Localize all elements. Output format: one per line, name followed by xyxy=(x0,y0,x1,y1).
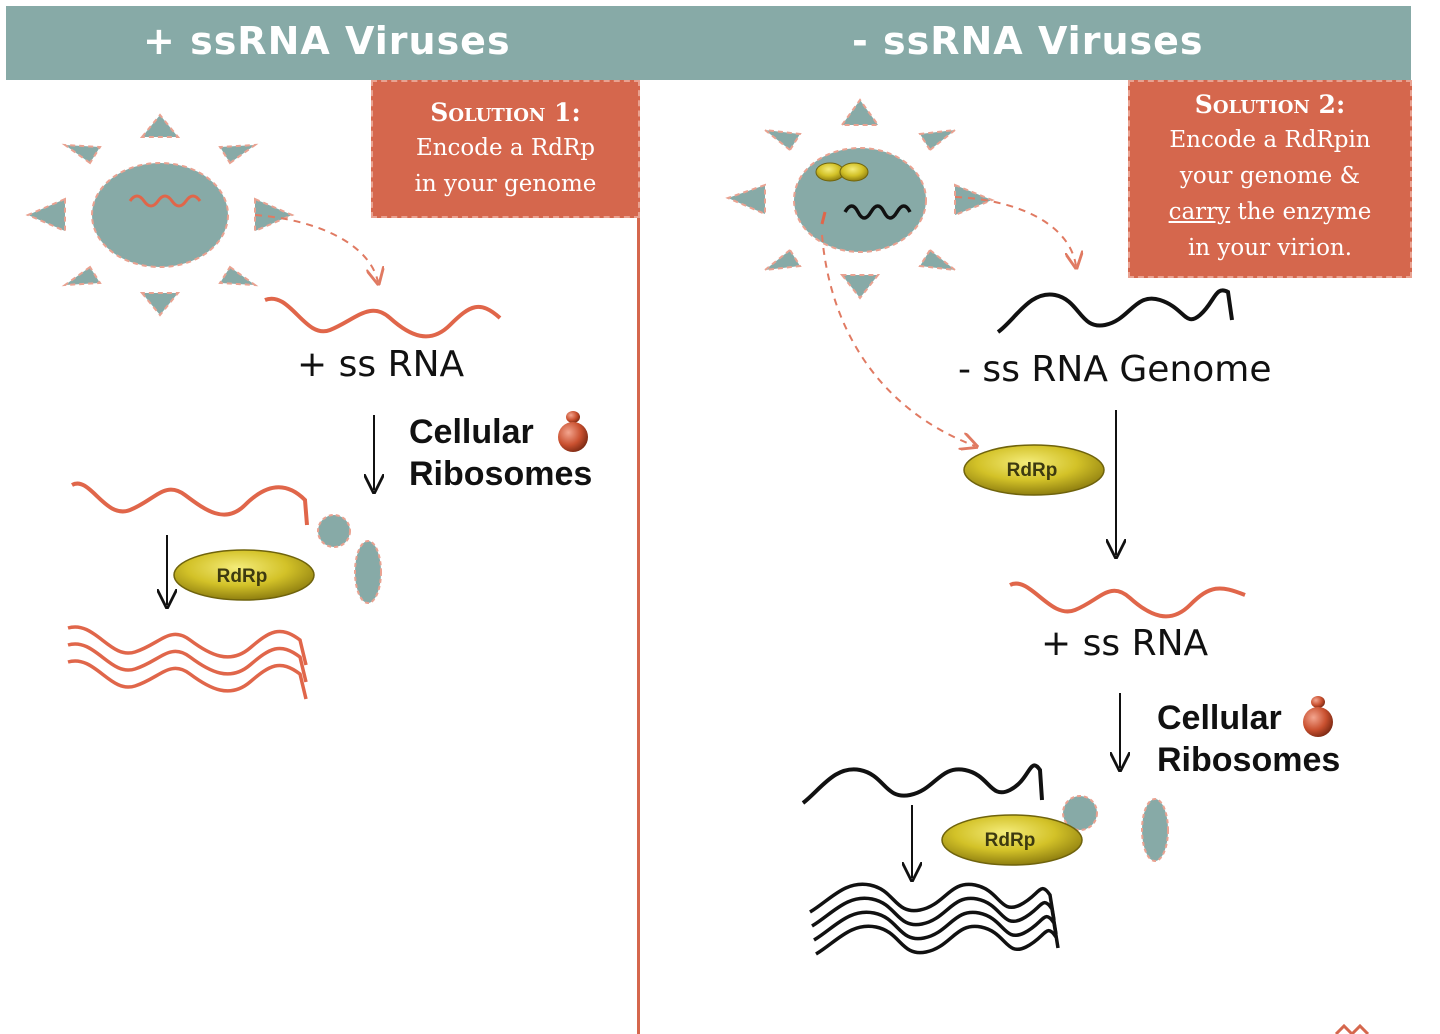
ribosome-label-right-line2: Ribosomes xyxy=(1157,741,1341,779)
plus-ssrna-wave-right xyxy=(1009,581,1246,619)
solution-1-line-1: Encode a RdRp xyxy=(415,135,596,161)
ribosome-label-line1: Cellular xyxy=(409,413,534,451)
solution-2-carry-word: carry xyxy=(1168,199,1231,225)
solution-1-line-2: in your genome xyxy=(414,171,597,197)
ribosome-icon xyxy=(1303,696,1333,737)
solution-2-line-1: Encode a RdRpin xyxy=(1169,127,1371,153)
ribosome-label-line2: Ribosomes xyxy=(409,455,593,493)
minus-ssrna-genome-label: - ss RNA Genome xyxy=(958,349,1272,390)
ribosome-large-subunit xyxy=(1141,798,1169,862)
plus-ssrna-label-right: + ss RNA xyxy=(1041,623,1209,664)
rdrp-enzyme-right-bottom: RdRp xyxy=(941,814,1083,866)
left-header-title: + ssRNA Viruses xyxy=(143,19,511,63)
solution-2-box: Solution 2: Encode a RdRpin your genome … xyxy=(1128,80,1412,278)
solution-2-line-3-rest: the enzyme xyxy=(1230,199,1372,225)
solution-2-heading: Solution 2: xyxy=(1194,90,1346,119)
rdrp-label-left: RdRp xyxy=(217,566,268,587)
minus-ssrna-genome-wave xyxy=(996,288,1234,334)
solution-2-line-3: carry the enzyme xyxy=(1130,194,1410,230)
rdrp-label-right-bottom: RdRp xyxy=(985,830,1036,851)
rdrp-enzyme-left: RdRp xyxy=(173,549,315,601)
header-bar xyxy=(6,6,1411,80)
ribosome-large-subunit xyxy=(354,540,382,604)
ribosome-small-subunit xyxy=(317,514,351,548)
virus-sun-icon xyxy=(725,98,995,300)
plus-ssrna-wave xyxy=(264,296,502,339)
virus-sun-icon xyxy=(25,113,295,317)
solution-1-box: Solution 1: Encode a RdRp in your genome xyxy=(371,80,640,218)
rdrp-enzyme-right-top: RdRp xyxy=(963,444,1105,496)
solution-2-line-2: your genome & xyxy=(1179,163,1361,189)
mrna-wave-left xyxy=(71,481,309,526)
plus-ssrna-label: + ss RNA xyxy=(297,344,465,385)
ribosome-label-right-line1: Cellular xyxy=(1157,699,1282,737)
replicated-rna-waves-right xyxy=(809,882,1060,956)
rdrp-label-right-top: RdRp xyxy=(1007,460,1058,481)
solution-2-line-4: in your virion. xyxy=(1187,235,1353,261)
solution-1-heading: Solution 1: xyxy=(430,98,581,127)
corner-mark-icon xyxy=(1334,1024,1370,1034)
right-header-title: - ssRNA Viruses xyxy=(852,19,1204,63)
panel-divider xyxy=(637,80,640,1034)
ribosome-small-subunit xyxy=(1062,795,1098,831)
replicated-rna-waves-left xyxy=(67,625,308,700)
ribosome-icon xyxy=(558,411,588,452)
mrna-wave-right xyxy=(801,763,1044,805)
